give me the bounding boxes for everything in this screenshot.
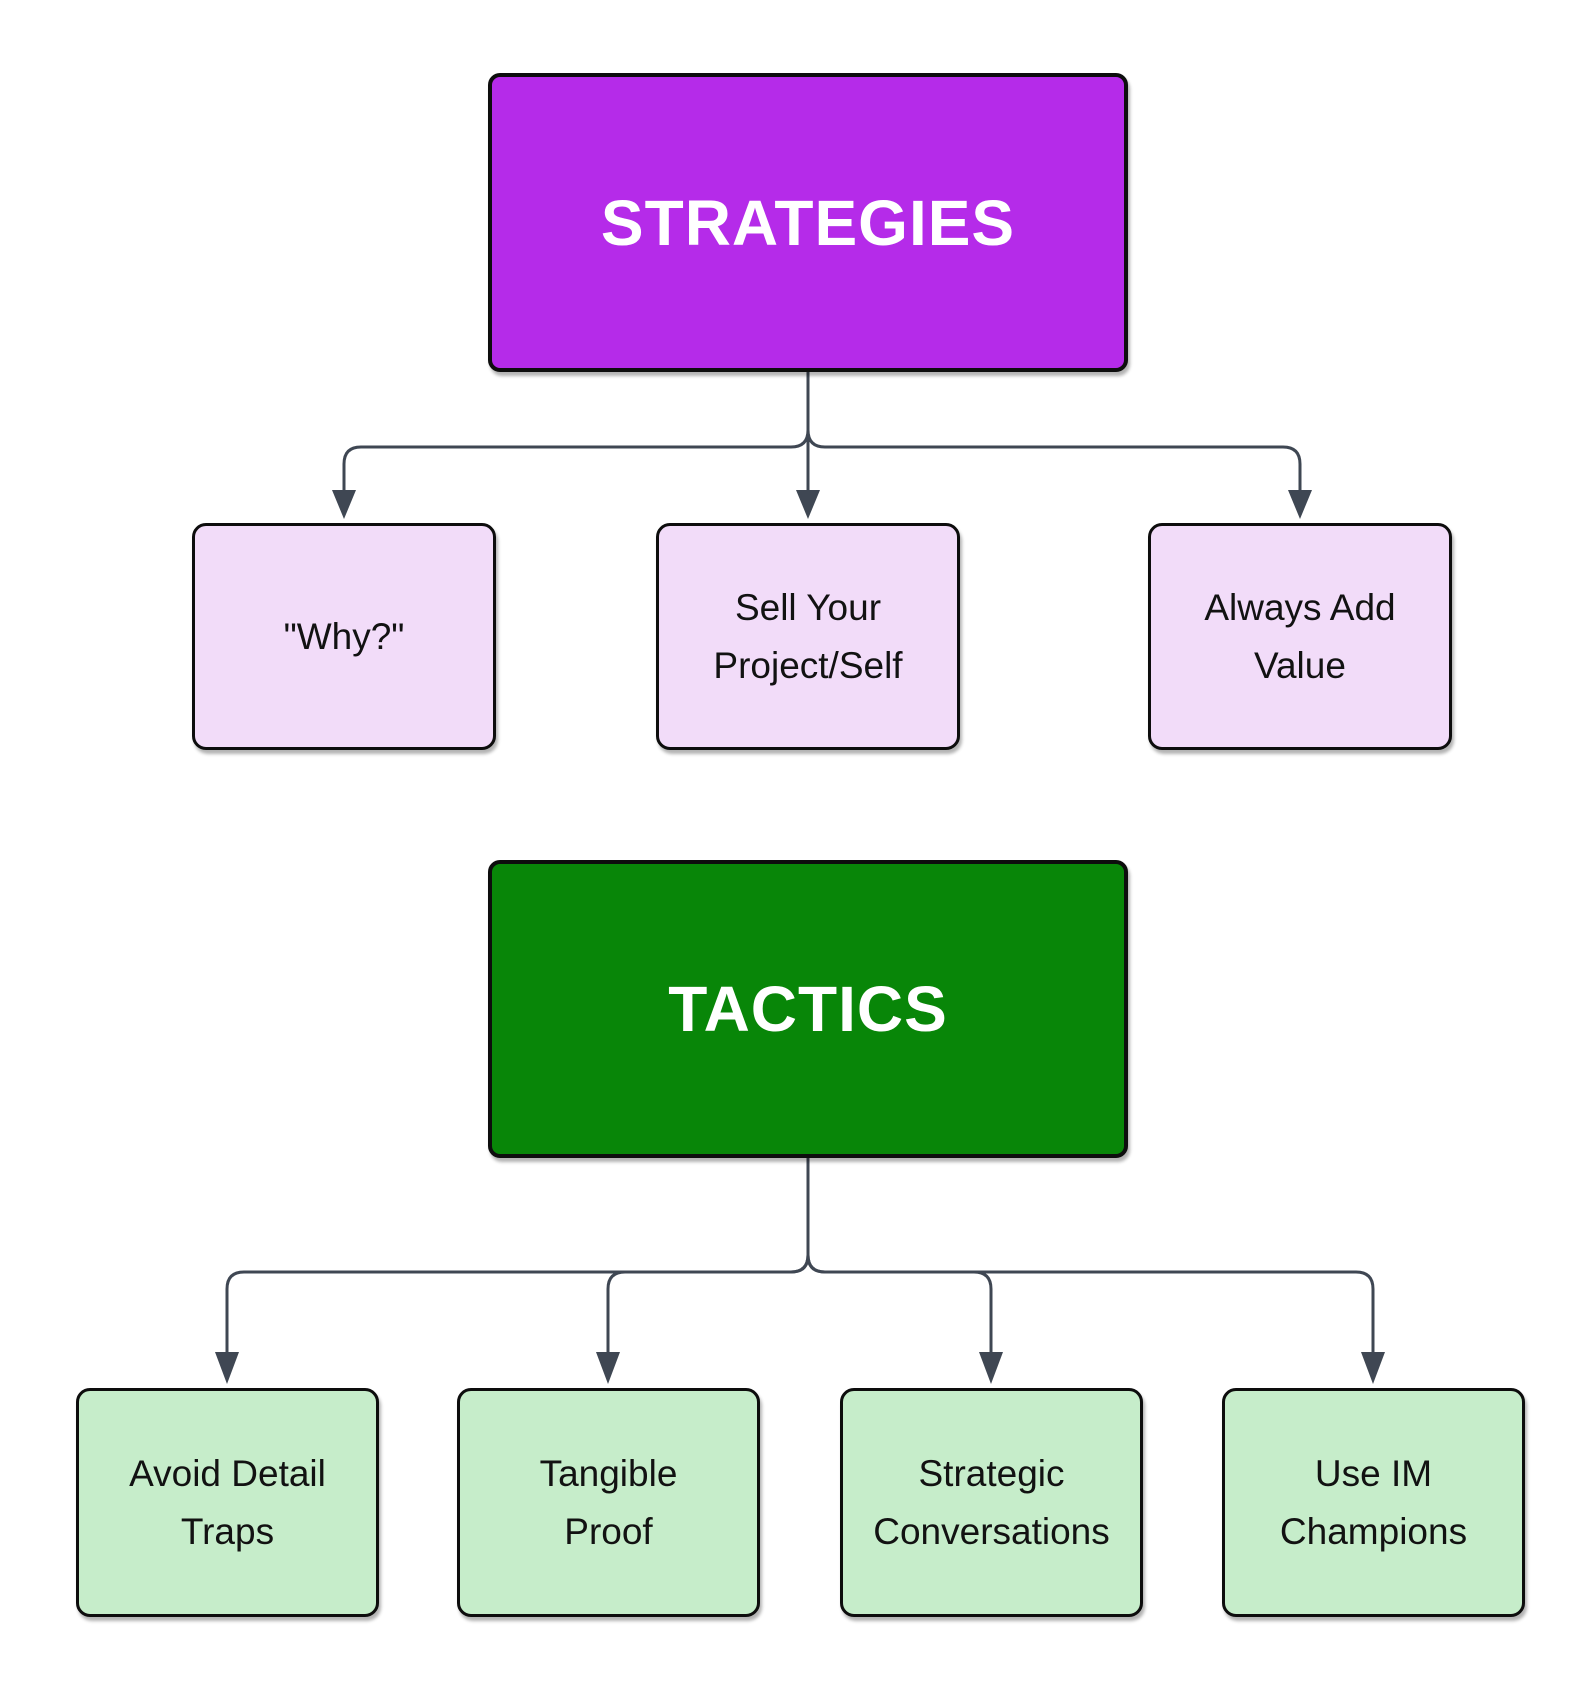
arrowhead-traps [215,1352,239,1384]
strategy-node-always-add-value: Always Add Value [1148,523,1452,750]
connector-tactics-to-conversations [806,1158,993,1352]
strategies-label: STRATEGIES [600,186,1016,259]
tactic-node-avoid-detail-traps: Avoid Detail Traps [76,1388,379,1617]
tactics-label: TACTICS [668,973,948,1045]
strategy-node-sell-label: Sell Your Project/Self [713,587,903,686]
strategy-node-why: "Why?" [192,523,496,750]
strategy-node-why-label: "Why?" [283,615,405,657]
strategy-node-value-label: Always Add Value [1204,587,1396,686]
arrowhead-proof [596,1352,620,1384]
tactic-node-use-im-champions: Use IM Champions [1222,1388,1525,1617]
strategy-node-sell-your-project-self: Sell Your Project/Self [656,523,960,750]
connector-strategies-to-why [342,372,810,492]
connector-strategies-to-value [806,372,1302,492]
connector-tactics-to-champions [806,1158,1375,1352]
strategies-node: STRATEGIES [488,73,1128,372]
arrowhead-why [332,490,356,519]
arrowhead-value [1288,490,1312,519]
arrowhead-champions [1361,1352,1385,1384]
connector-tactics-to-traps [225,1158,810,1352]
tactics-node: TACTICS [488,860,1128,1158]
arrowhead-sell [796,490,820,519]
tactic-node-proof-label: Tangible Proof [539,1453,678,1552]
arrowhead-conversations [979,1352,1003,1384]
tactic-node-traps-label: Avoid Detail Traps [129,1453,326,1552]
tactic-node-conversations-label: Strategic Conversations [873,1453,1110,1552]
tactic-node-champions-label: Use IM Champions [1279,1453,1468,1552]
tactic-node-tangible-proof: Tangible Proof [457,1388,760,1617]
tactic-node-strategic-conversations: Strategic Conversations [840,1388,1143,1617]
connector-tactics-to-proof [606,1158,810,1352]
